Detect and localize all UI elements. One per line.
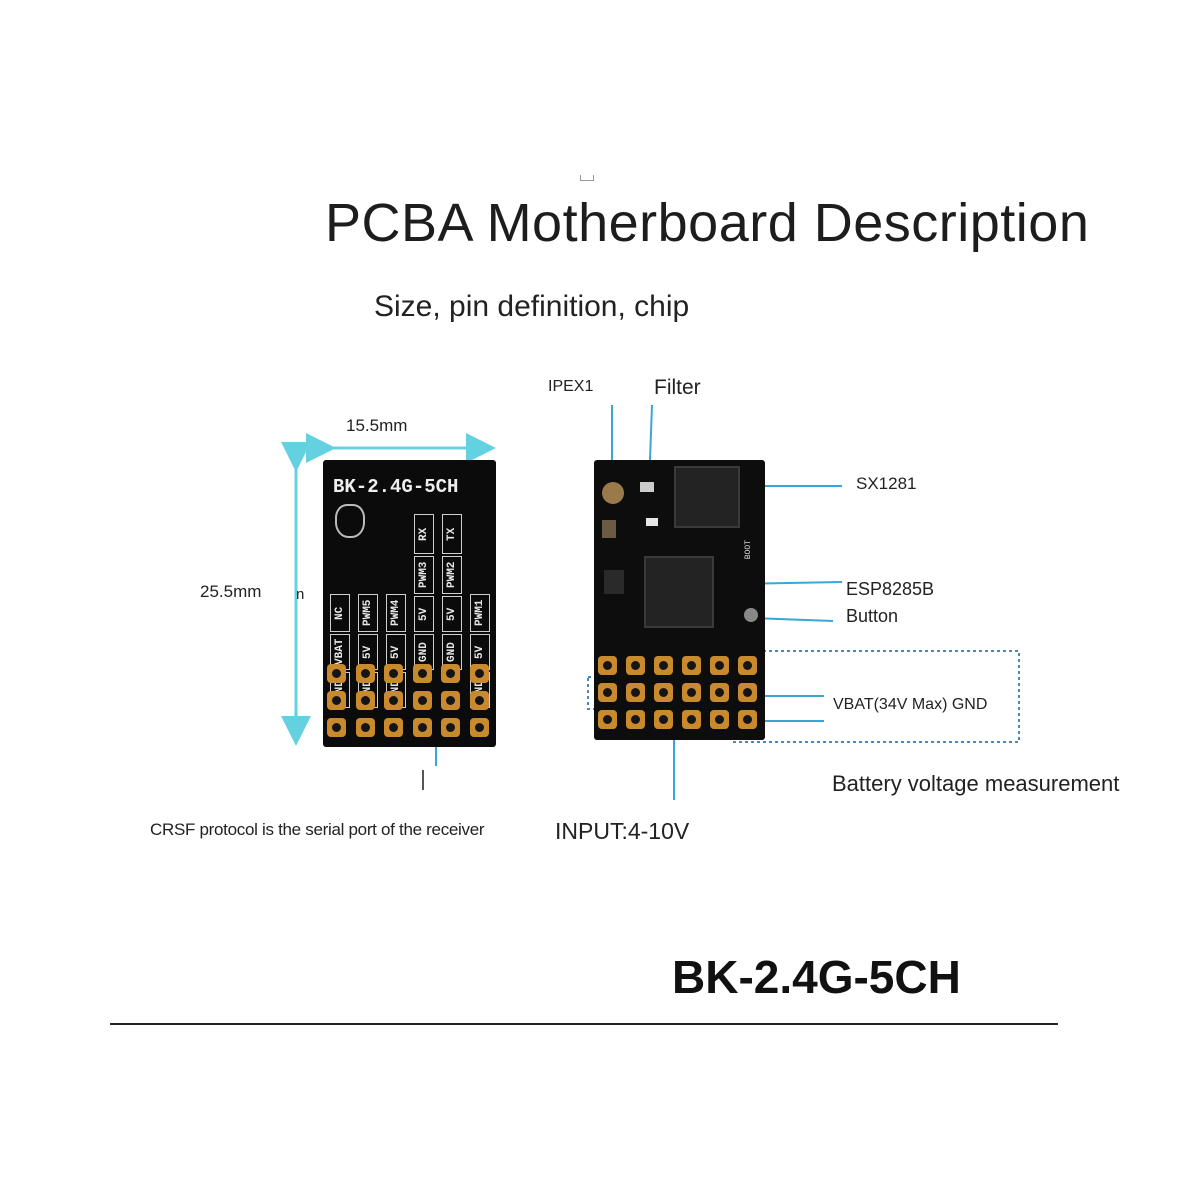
- ipex-label: IPEX1: [548, 378, 594, 395]
- solder-pad: [626, 656, 645, 675]
- solder-pad: [682, 683, 701, 702]
- solder-pad: [738, 683, 757, 702]
- solder-pad: [710, 656, 729, 675]
- solder-pad: [469, 718, 489, 737]
- solder-pad: [327, 691, 346, 710]
- pin-label: PWM2: [442, 556, 462, 594]
- pin-label: PWM5: [358, 594, 378, 632]
- solder-pad: [412, 718, 432, 737]
- solder-pad: [441, 691, 460, 710]
- pin-label: 5V: [442, 596, 462, 632]
- solder-pad: [682, 710, 701, 729]
- solder-pad: [626, 710, 645, 729]
- pin-label-rx: RX: [414, 514, 434, 554]
- solder-pad: [710, 683, 729, 702]
- filter-label: Filter: [654, 376, 701, 399]
- model-name: BK-2.4G-5CH: [672, 951, 961, 1003]
- solder-pad: [682, 656, 701, 675]
- left-board-name: BK-2.4G-5CH: [333, 476, 459, 498]
- smd-component: [602, 520, 616, 538]
- pin-column-6: PWM1 5V GND: [469, 554, 491, 710]
- sx1281-chip: [674, 466, 740, 528]
- height-label: 25.5mm: [200, 582, 262, 601]
- solder-pad: [441, 718, 460, 737]
- pin-label: PWM3: [414, 556, 434, 594]
- pin-label-tx: TX: [442, 514, 462, 554]
- solder-pad: [355, 691, 375, 710]
- smd-component: [604, 570, 624, 594]
- solder-pad: [654, 656, 673, 675]
- pin-column-1: NC VBAT GND: [329, 554, 351, 710]
- input-voltage-label: INPUT:4-10V: [555, 818, 690, 844]
- solder-pad: [384, 664, 403, 683]
- button-leader: [751, 617, 834, 622]
- solder-pad: [355, 718, 375, 737]
- solder-pad: [469, 664, 489, 683]
- pin-label: 5V: [414, 596, 434, 632]
- pin-label: PWM1: [470, 594, 490, 632]
- button-label: Button: [846, 606, 899, 626]
- solder-pad: [327, 664, 346, 683]
- battery-measurement-label: Battery voltage measurement: [832, 771, 1120, 796]
- crsf-caption: CRSF protocol is the serial port of the …: [150, 820, 485, 839]
- solder-pad: [654, 710, 673, 729]
- solder-pad: [654, 683, 673, 702]
- pin-column-3: PWM4 5V GND: [385, 554, 407, 710]
- solder-pad: [384, 691, 403, 710]
- solder-pad: [738, 656, 757, 675]
- bottom-divider: [110, 1023, 1058, 1025]
- solder-pad: [598, 656, 617, 675]
- solder-pad: [738, 710, 757, 729]
- esp8285-chip: [644, 556, 714, 628]
- smd-component: [646, 518, 658, 526]
- vbat-label: VBAT(34V Max) GND: [833, 696, 988, 713]
- pin-column-5: TX PWM2 5V GND: [441, 514, 463, 672]
- pin-label: PWM4: [386, 594, 406, 632]
- page-subtitle: Size, pin definition, chip: [374, 290, 690, 323]
- solder-pad: [384, 718, 403, 737]
- stray-mark: n: [296, 586, 305, 603]
- button-component: [744, 608, 758, 622]
- solder-pad: [598, 683, 617, 702]
- left-board: BK-2.4G-5CH NC VBAT GND PWM5 5V GND PWM4…: [323, 460, 496, 747]
- filter-component: [640, 482, 654, 492]
- esp8285-label: ESP8285B: [846, 579, 935, 599]
- solder-pad: [710, 710, 729, 729]
- boot-silkscreen: BOOT: [744, 540, 753, 560]
- solder-pad: [412, 691, 432, 710]
- solder-pad: [441, 664, 460, 683]
- width-label: 15.5mm: [346, 416, 408, 435]
- board-logo-icon: [335, 504, 365, 538]
- sx1281-label: SX1281: [856, 474, 917, 493]
- solder-pad: [598, 710, 617, 729]
- pin-column-4: RX PWM3 5V GND: [413, 514, 435, 672]
- pin-label: NC: [330, 594, 350, 632]
- page-title: PCBA Motherboard Description: [325, 193, 1090, 253]
- pin-column-2: PWM5 5V GND: [357, 554, 379, 710]
- solder-pad: [469, 691, 489, 710]
- solder-pad: [355, 664, 375, 683]
- solder-pad: [626, 683, 645, 702]
- solder-pad: [412, 664, 432, 683]
- ipex-connector: [602, 482, 624, 504]
- right-board: BOOT: [594, 460, 765, 740]
- top-tick-mark: [580, 175, 594, 181]
- solder-pad: [327, 718, 346, 737]
